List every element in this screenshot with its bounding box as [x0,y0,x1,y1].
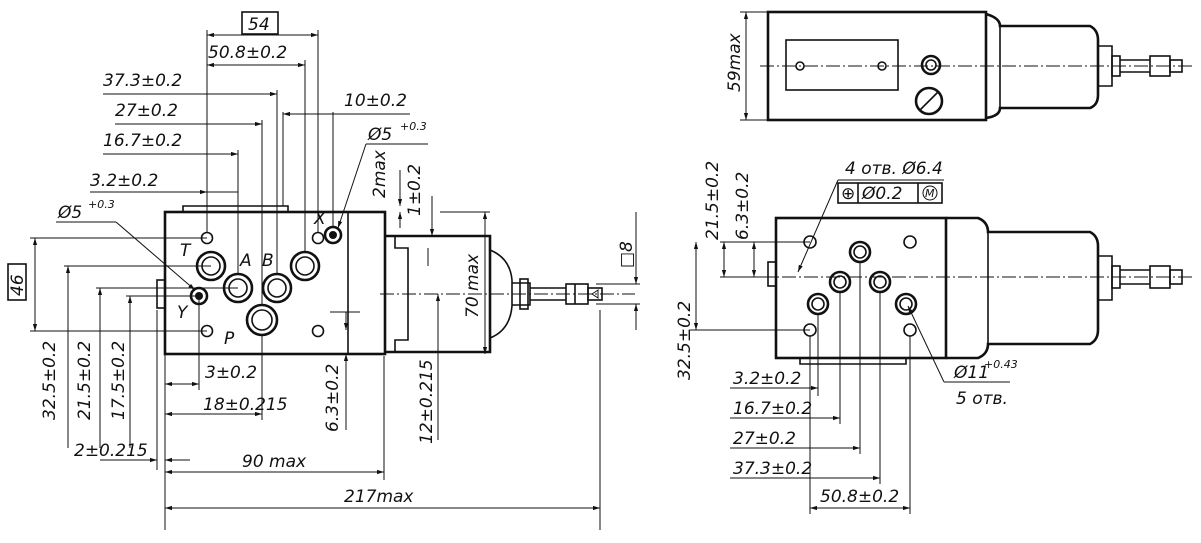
dim-46: 46 [8,274,28,296]
dim-12: 12±0.215 [417,359,437,444]
dim-d5-left: Ø5 [57,203,82,223]
dim-32-5-right: 32.5±0.2 [675,301,695,380]
dim-3-2: 3.2±0.2 [90,171,158,191]
dim-21-5-right: 21.5±0.2 [703,161,723,240]
dim-3-2-right: 3.2±0.2 [733,369,801,389]
dim-2max: 2max [370,149,390,198]
port-label-x: X [313,209,326,229]
dim-32-5-left: 32.5±0.2 [40,341,60,420]
dim-d11-tol: +0.43 [984,358,1018,371]
dim-27: 27±0.2 [115,101,178,121]
dim-6-3-right: 6.3±0.2 [733,172,753,240]
port-label-b: B [262,251,274,271]
tolerance-frame [837,182,943,204]
dim-70: 70 max [463,253,483,318]
top-right-view: 59max [725,10,1195,122]
port-label-p: P [224,329,235,349]
tol-symbol: ⊕ [841,184,855,204]
dim-27-right: 27±0.2 [733,429,796,449]
dim-6-3: 6.3±0.2 [323,364,343,432]
dim-18: 18±0.215 [203,395,288,415]
holes-note: 4 отв. Ø6.4 [845,159,943,179]
dim-59: 59max [725,32,745,92]
dim-d5-left-tol: +0.3 [88,198,115,211]
dim-d11: Ø11 [953,363,989,383]
dim-5-holes: 5 отв. [956,389,1008,409]
port-label-t: T [180,241,192,261]
dim-16-7: 16.7±0.2 [103,131,182,151]
dim-10: 10±0.2 [344,91,407,111]
dim-16-7-right: 16.7±0.2 [733,399,812,419]
dim-17-5-left: 17.5±0.2 [109,341,129,420]
dim-50-8-right: 50.8±0.2 [820,487,899,507]
dim-2-215: 2±0.215 [74,441,148,461]
dim-50-8: 50.8±0.2 [208,43,287,63]
dim-d5-top: Ø5 [367,125,392,145]
dim-46-frame [7,263,27,301]
dim-37-3-right: 37.3±0.2 [733,459,812,479]
tol-modifier: M [925,187,935,200]
dim-d5-top-tol: +0.3 [400,120,427,133]
port-label-a: A [239,251,252,271]
left-view: T A B P X Y 54 50.8±0.2 37.3±0.2 27±0.2 … [7,11,640,530]
dim-90: 90 max [242,452,307,472]
tol-value: Ø0.2 [861,184,902,204]
dim-37-3: 37.3±0.2 [103,71,182,91]
dim-21-5-left: 21.5±0.2 [75,341,95,420]
dim-3: 3±0.2 [205,363,257,383]
dim-1: 1±0.2 [405,164,425,216]
bottom-right-view: 4 отв. Ø6.4 ⊕ Ø0.2 M 21.5±0.2 6.3±0.2 32… [675,159,1195,514]
dim-217: 217max [344,487,414,507]
dim-sq8: □8 [617,241,637,268]
valve-body [163,210,387,356]
port-label-y: Y [177,303,189,323]
dim-54: 54 [248,15,270,35]
